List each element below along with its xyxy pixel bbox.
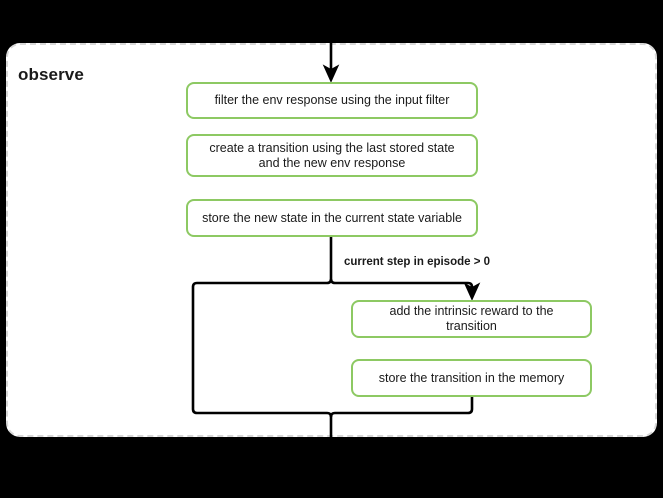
- node-label: filter the env response using the input …: [214, 93, 450, 107]
- edge-condition-label: current step in episode > 0: [344, 256, 491, 268]
- node-store-new-state[interactable]: store the new state in the current state…: [186, 199, 478, 237]
- node-label: store the new state in the current state…: [202, 210, 462, 225]
- node-label: add the intrinsic reward to the transiti…: [389, 304, 554, 333]
- node-create-transition[interactable]: create a transition using the last store…: [186, 134, 478, 177]
- node-filter-env-response[interactable]: filter the env response using the input …: [186, 82, 478, 119]
- node-add-intrinsic-reward[interactable]: add the intrinsic reward to the transiti…: [351, 300, 592, 338]
- subgraph-title: observe: [18, 65, 84, 84]
- node-label: create a transition using the last store…: [209, 140, 455, 170]
- node-store-transition-memory[interactable]: store the transition in the memory: [351, 359, 592, 397]
- node-label: store the transition in the memory: [378, 370, 565, 385]
